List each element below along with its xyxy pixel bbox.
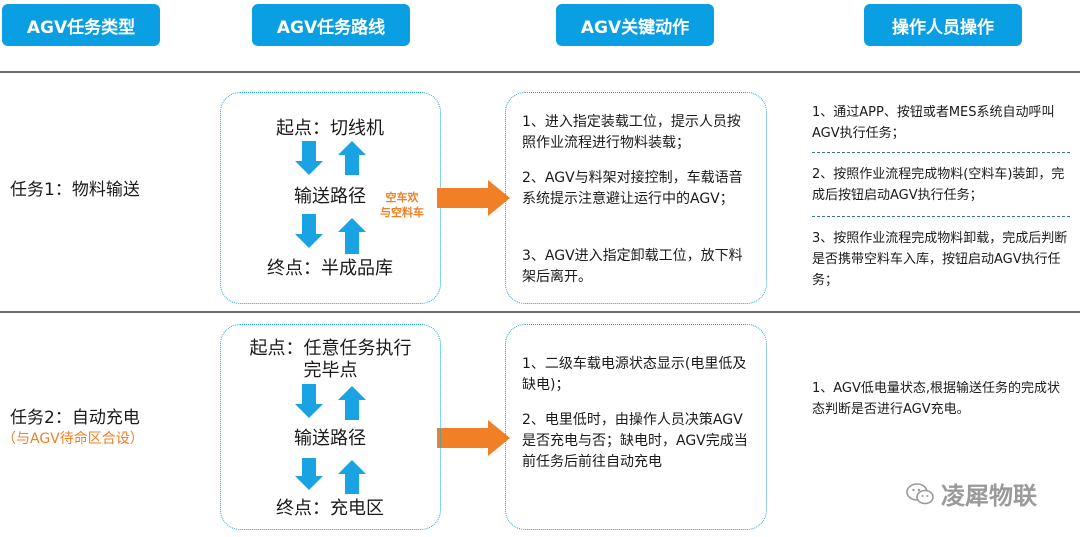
- task2-name: 任务2：自动充电: [10, 408, 140, 428]
- task1-operator-1: 1、通过APP、按钮或者MES系统自动呼叫AGV执行任务；: [812, 105, 1055, 141]
- task1-route-end: 终点：半成品库: [267, 258, 393, 279]
- right-arrow-icon: [437, 420, 510, 456]
- divider-middle: [0, 311, 1080, 313]
- header-task-type: AGV任务类型: [2, 4, 160, 46]
- task1-operator-divider-1: [812, 152, 1070, 153]
- task2-action-1: 1、二级车载电源状态显示(电里低及缺电)；: [522, 356, 747, 393]
- task1-route-note-line2: 与空料车: [380, 206, 424, 219]
- task2-route-start-line2: 完毕点: [303, 360, 358, 381]
- task1-action-2: 2、AGV与料架对接控制，车载语音系统提示注意避让运行中的AGV；: [522, 170, 743, 207]
- task1-action-3: 3、AGV进入指定卸载工位，放下料架后离开。: [522, 248, 743, 285]
- task2-action-2: 2、电里低时，由操作人员决策AGV是否充电与否；缺电时，AGV完成当前任务后前往…: [522, 412, 748, 470]
- task1-operator-3: 3、按照作业流程完成物料卸载，完成后判断是否携带空料车入库，按钮启动AGV执行任…: [812, 231, 1068, 288]
- header-task-route: AGV任务路线: [252, 4, 410, 46]
- task1-route-note-line1: 空车欢: [385, 191, 419, 204]
- task2-operator-1: 1、AGV低电量状态,根据输送任务的完成状态判断是否进行AGV充电。: [812, 381, 1061, 417]
- task2-route-end: 终点：充电区: [276, 498, 384, 519]
- right-arrow-icon: [437, 180, 510, 216]
- task1-name: 任务1：物料输送: [10, 180, 140, 200]
- header-operator-actions: 操作人员操作: [864, 4, 1022, 46]
- header-key-actions: AGV关键动作: [556, 4, 714, 46]
- task2-subtitle: （与AGV待命区合设）: [2, 431, 144, 447]
- task1-route-middle: 输送路径: [294, 186, 366, 207]
- task2-route-start-line1: 起点：任意任务执行: [249, 338, 412, 359]
- task1-actions-box: [505, 92, 767, 304]
- task1-action-1: 1、进入指定装载工位，提示人员按照作业流程进行物料装载；: [522, 114, 741, 151]
- task1-operator-divider-2: [812, 216, 1070, 217]
- divider-top: [0, 71, 1080, 73]
- task1-route-note: 空车欢 与空料车: [373, 190, 431, 220]
- task1-route-start: 起点：切线机: [276, 118, 384, 139]
- watermark-text: 凌犀物联: [941, 482, 1037, 510]
- task2-route-middle: 输送路径: [294, 428, 366, 449]
- task2-route-start: 起点：任意任务执行 完毕点: [228, 338, 433, 382]
- watermark: 凌犀物联: [905, 476, 1037, 511]
- task2-actions-box: [505, 324, 767, 530]
- task1-operator-2: 2、按照作业流程完成物料(空料车)装卸，完成后按钮启动AGV执行任务；: [812, 167, 1065, 203]
- task2-route-box: [220, 324, 441, 530]
- wechat-icon: [906, 482, 934, 504]
